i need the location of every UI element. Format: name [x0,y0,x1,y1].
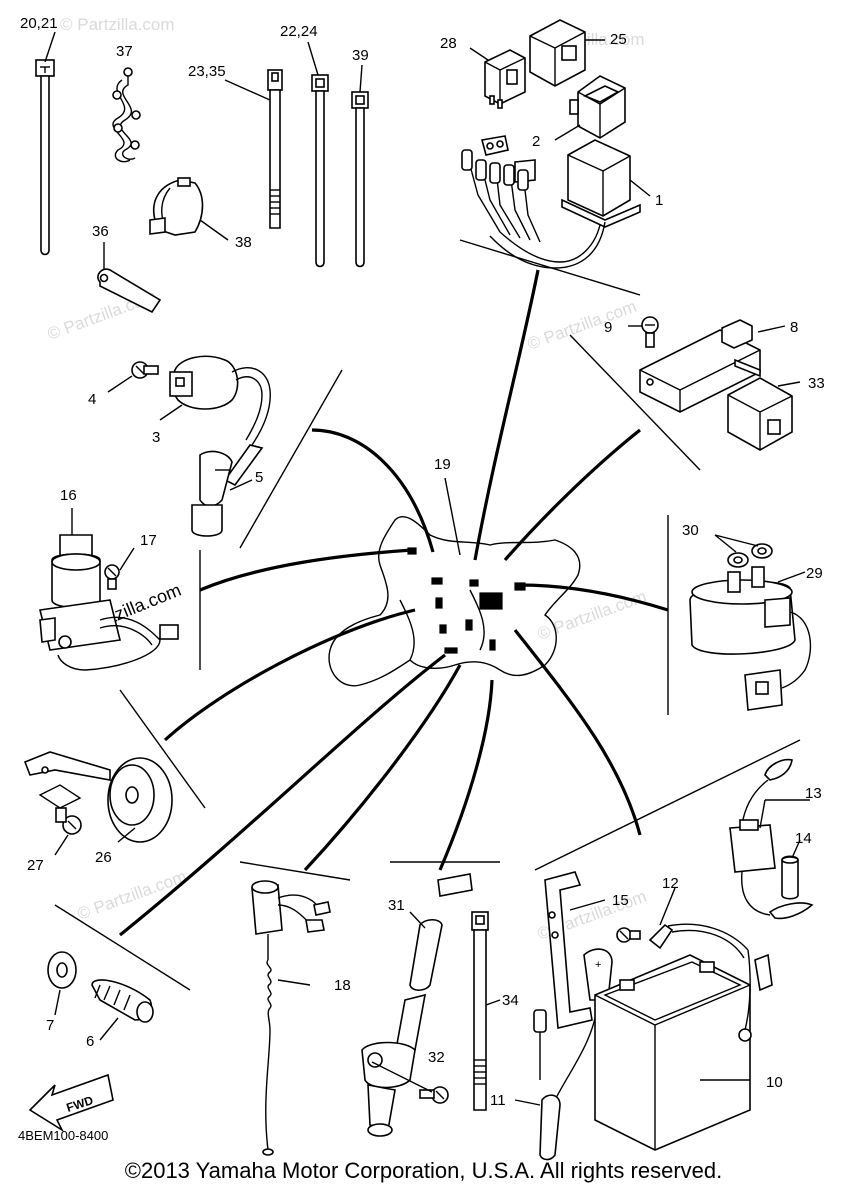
callout-18: 18 [334,977,351,994]
plus-sign: + [595,959,601,971]
part-connector-2 [554,75,626,141]
watermark: © Partzilla.com [60,15,175,34]
part-horn-26 [23,751,173,843]
part-main-switch-16 [39,508,179,671]
watermark: © Partzilla.com [75,867,189,924]
part-relay-25 [529,19,605,87]
callout-27: 27 [27,857,44,874]
motorcycle-frame [328,516,581,687]
callout-14: 14 [795,830,812,847]
callout-10: 10 [766,1074,783,1091]
part-clamp-38 [149,177,229,241]
watermark: © Partzilla.com [535,587,649,644]
part-relay-28 [469,47,526,109]
part-ignition-coil-3 [159,355,271,446]
part-cable-tie-39 [351,64,369,268]
part-screw-17 [104,547,135,590]
part-bolt-4 [107,361,159,393]
callout-1: 1 [655,192,663,209]
copyright-notice: ©2013 Yamaha Motor Corporation, U.S.A. A… [124,1158,723,1183]
part-regulator-8 [639,319,786,413]
callout-4: 4 [88,391,96,408]
callout-19: 19 [434,456,451,473]
part-bracket-36 [97,242,162,314]
part-neutral-switch-6 [91,979,154,1041]
part-sleeve-31 [361,873,473,1137]
callout-2: 2 [532,133,540,150]
callout-7: 7 [46,1017,54,1034]
callout-37: 37 [116,43,133,60]
part-band-23-35 [224,69,283,229]
callout-38: 38 [235,234,252,251]
callout-5: 5 [255,469,263,486]
part-relay-33 [727,377,801,451]
callout-28: 28 [440,35,457,52]
callout-23-35: 23,35 [188,63,226,80]
watermark: © Partzilla.com [525,297,639,354]
callout-30: 30 [682,522,699,539]
part-screw-32 [371,1061,449,1104]
part-battery-10 [594,954,751,1151]
part-fuse-holder-13 [729,758,814,920]
part-relay-1 [461,135,651,269]
callout-13: 13 [805,785,822,802]
callout-33: 33 [808,375,825,392]
callout-11: 11 [490,1092,506,1109]
part-plug-cap-5 [191,444,264,537]
part-washer-7 [47,951,77,1016]
part-clip-37 [112,67,141,163]
drawing-code: 4BEM100-8400 [18,1128,108,1143]
part-starter-relay-29 [689,566,812,711]
part-battery-lead-11: + [514,948,613,1161]
group-leaders [118,269,669,937]
callout-12: 12 [662,875,679,892]
callout-25: 25 [610,31,627,48]
callout-9: 9 [604,319,612,336]
part-sensor-18 [251,880,331,1156]
fwd-arrow: FWD [28,1073,114,1133]
part-battery-band-15 [544,871,606,1029]
callout-3: 3 [152,429,160,446]
part-fuse-14 [781,839,801,900]
callout-16: 16 [60,487,77,504]
part-cable-tie-22-24 [307,41,329,268]
part-nuts-30 [714,534,773,568]
callouts: 20,21 37 23,35 22,24 39 38 36 28 25 2 1 … [20,15,825,1109]
part-band-34 [471,911,501,1111]
callout-17: 17 [140,532,157,549]
callout-34: 34 [502,992,519,1009]
part-screw-9 [628,316,659,348]
callout-22-24: 22,24 [280,23,318,40]
callout-6: 6 [86,1033,94,1050]
callout-31: 31 [388,897,405,914]
group-brackets [54,239,801,991]
part-bolt-27 [54,807,82,856]
callout-8: 8 [790,319,798,336]
callout-36: 36 [92,223,109,240]
callout-29: 29 [806,565,823,582]
callout-32: 32 [428,1049,445,1066]
part-cable-tie-20-21 [35,31,56,256]
callout-26: 26 [95,849,112,866]
callout-15: 15 [612,892,629,909]
leader-19 [444,477,461,556]
callout-20-21: 20,21 [20,15,58,32]
callout-39: 39 [352,47,369,64]
part-battery-lead-12 [616,887,773,1042]
